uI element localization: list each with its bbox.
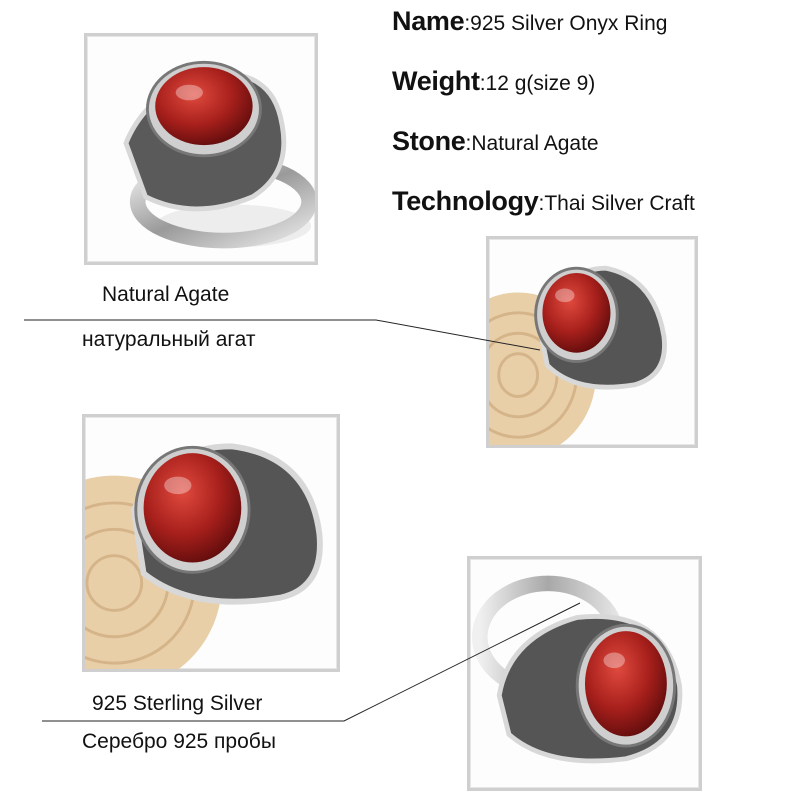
callout-stone-en: Natural Agate <box>102 283 230 306</box>
callout-metal-en: 925 Sterling Silver <box>92 692 263 715</box>
spec-technology-value: :Thai Silver Craft <box>538 192 695 215</box>
ring-photo-top-left <box>84 33 318 265</box>
ring-image <box>489 265 667 445</box>
ring-image <box>471 575 683 764</box>
spec-name: Name:925 Silver Onyx Ring <box>392 6 667 37</box>
callout-stone-ru: натуральный агат <box>82 328 256 351</box>
spec-technology: Technology:Thai Silver Craft <box>392 186 695 217</box>
spec-stone: Stone:Natural Agate <box>392 126 599 157</box>
spec-weight: Weight:12 g(size 9) <box>392 66 595 97</box>
ring-photo-left-wood <box>82 414 340 672</box>
spec-weight-key: Weight <box>392 66 480 96</box>
spec-technology-key: Technology <box>392 186 539 216</box>
callout-metal-ru: Серебро 925 пробы <box>82 730 276 753</box>
spec-name-key: Name <box>392 6 465 36</box>
ring-photo-right-wood <box>486 236 698 448</box>
spec-name-value: :925 Silver Onyx Ring <box>464 12 668 35</box>
spec-stone-key: Stone <box>392 126 466 156</box>
spec-stone-value: :Natural Agate <box>465 132 599 155</box>
spec-weight-value: :12 g(size 9) <box>479 72 596 95</box>
ring-photo-bottom-right <box>467 556 702 791</box>
ring-image <box>123 60 315 249</box>
ring-image <box>85 443 323 669</box>
